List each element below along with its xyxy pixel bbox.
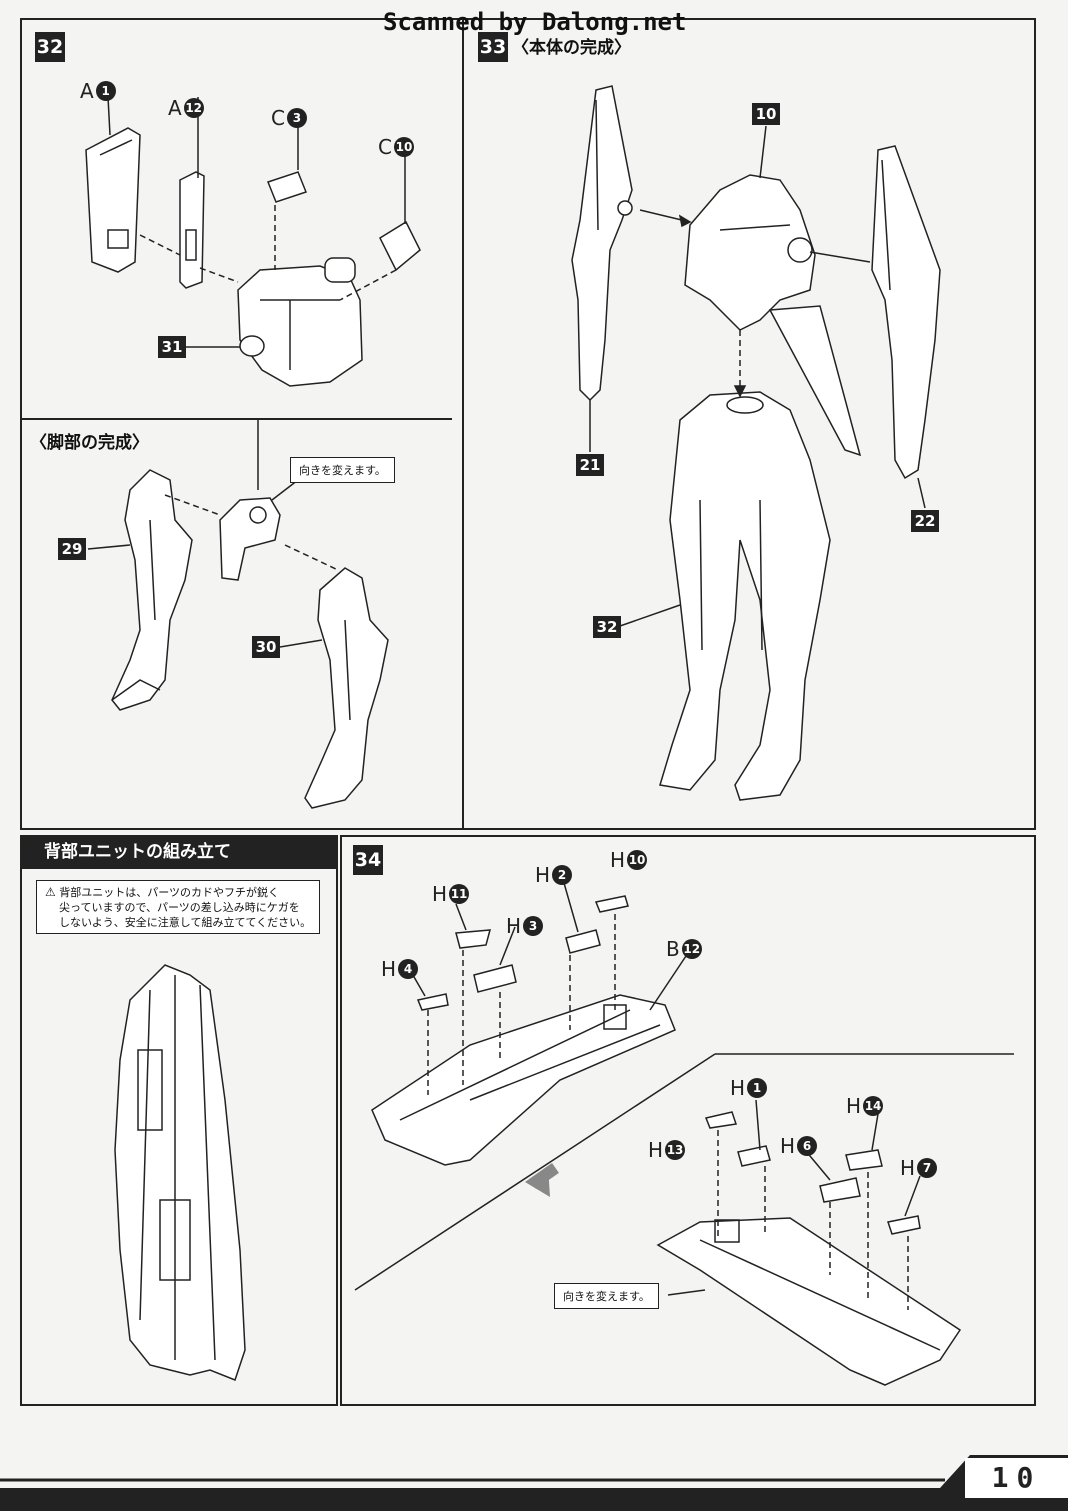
step34-frame	[340, 835, 1036, 1406]
part-h13-drawing	[704, 1111, 737, 1129]
part-h4-drawing	[416, 993, 449, 1011]
callout-22: 22	[911, 510, 939, 532]
page-number: 10	[965, 1458, 1068, 1498]
right-arm-wing-22-drawing	[871, 145, 941, 480]
part-h1-drawing	[737, 1145, 771, 1167]
step32-guide-lines	[139, 205, 397, 301]
back-unit-drawing	[114, 964, 246, 1381]
warning-line-3: しないよう、安全に注意して組み立ててください。	[59, 916, 312, 929]
part-h10-drawing	[594, 895, 629, 913]
step-number-34: 34	[353, 845, 383, 875]
right-leg-30-drawing	[304, 567, 389, 809]
torso-10-drawing	[684, 174, 816, 331]
back-plate-rotated-drawing	[656, 1217, 962, 1386]
torso-blade-drawing	[768, 305, 862, 457]
top-frame	[20, 18, 1036, 830]
back-plate-b12-drawing	[371, 994, 676, 1166]
step-number-32: 32	[35, 32, 65, 62]
part-c3-drawing	[267, 171, 307, 203]
part-h14-drawing	[845, 1149, 883, 1171]
callout-29: 29	[58, 538, 86, 560]
warning-triangle-icon: ⚠	[45, 885, 56, 899]
callout-32: 32	[593, 616, 621, 638]
turn-direction-note-2: 向きを変えます。	[554, 1283, 659, 1309]
scan-watermark: Scanned by Dalong.net	[383, 8, 687, 36]
part-h6-drawing	[819, 1177, 861, 1203]
safety-warning: ⚠ 背部ユニットは、パーツのカドやフチが鋭く 尖っていますので、パーツの差し込み…	[36, 880, 320, 934]
part-h11-drawing	[455, 929, 492, 949]
hip-joint-drawing	[219, 497, 281, 581]
left-leg-29-drawing	[111, 469, 193, 711]
back-unit-title: 背部ユニットの組み立て	[20, 835, 338, 869]
hip-unit-drawing	[237, 257, 363, 387]
part-c10-drawing	[379, 220, 421, 272]
part-h2-drawing	[565, 929, 601, 954]
callout-10: 10	[752, 103, 780, 125]
leg-complete-title: 〈脚部の完成〉	[30, 433, 149, 453]
warning-line-1: 背部ユニットは、パーツのカドやフチが鋭く	[59, 886, 280, 899]
left-arm-wing-21-drawing	[571, 85, 633, 402]
part-h3-drawing	[473, 964, 517, 993]
part-h7-drawing	[887, 1215, 921, 1235]
body-complete-title: 〈本体の完成〉	[512, 38, 631, 58]
part-a12-drawing	[179, 171, 205, 289]
warning-line-2: 尖っていますので、パーツの差し込み時にケガを	[59, 901, 300, 914]
part-a1-drawing	[85, 127, 141, 273]
step-number-33: 33	[478, 32, 508, 62]
top-vertical-divider	[462, 18, 464, 830]
left-horizontal-divider	[20, 418, 452, 420]
callout-30: 30	[252, 636, 280, 658]
turn-direction-note-1: 向きを変えます。	[290, 457, 395, 483]
callout-31: 31	[158, 336, 186, 358]
callout-21: 21	[576, 454, 604, 476]
body-legs-32-drawing	[659, 391, 831, 801]
